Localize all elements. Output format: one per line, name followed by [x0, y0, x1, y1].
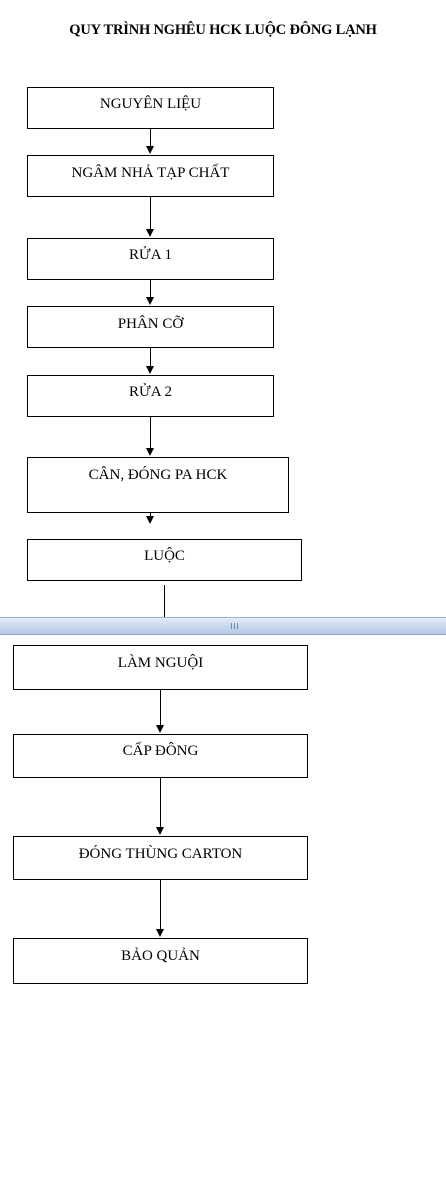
split-grip-icon[interactable] — [231, 623, 239, 629]
arrow-line — [150, 348, 151, 367]
step-box-luoc: LUỘC — [27, 539, 302, 581]
step-label: ĐÓNG THÙNG CARTON — [78, 846, 243, 862]
arrow-line — [160, 880, 161, 930]
step-label: NGÂM NHẢ TẠP CHẤT — [71, 165, 230, 181]
split-bar[interactable] — [0, 617, 446, 635]
step-box-can-dong-pa-hck: CÂN, ĐÓNG PA HCK — [27, 457, 289, 513]
step-box-ngam-nha-tap-chat: NGÂM NHẢ TẠP CHẤT — [27, 155, 274, 197]
step-box-phan-co: PHÂN CỠ — [27, 306, 274, 348]
page-title: QUY TRÌNH NGHÊU HCK LUỘC ĐÔNG LẠNH — [69, 22, 377, 38]
step-box-lam-nguoi: LÀM NGUỘI — [13, 645, 308, 690]
step-box-nguyen-lieu: NGUYÊN LIỆU — [27, 87, 274, 129]
step-box-rua-1: RỬA 1 — [27, 238, 274, 280]
step-box-bao-quan: BẢO QUẢN — [13, 938, 308, 984]
arrow-line — [160, 690, 161, 726]
arrow-line — [150, 417, 151, 449]
step-label: BẢO QUẢN — [121, 948, 200, 964]
step-box-cap-dong: CẤP ĐÔNG — [13, 734, 308, 778]
step-label: LÀM NGUỘI — [117, 655, 204, 671]
arrow-line — [150, 280, 151, 298]
arrow-line — [150, 129, 151, 147]
step-label: RỬA 2 — [129, 384, 172, 400]
step-label: CẤP ĐÔNG — [122, 743, 199, 759]
arrow-head — [146, 229, 154, 237]
arrow-head — [146, 448, 154, 456]
arrow-head — [146, 146, 154, 154]
arrow-head — [146, 297, 154, 305]
step-box-rua-2: RỬA 2 — [27, 375, 274, 417]
arrow-line — [160, 778, 161, 828]
arrow-head — [146, 516, 154, 524]
arrow-line — [150, 197, 151, 230]
arrow-head — [146, 366, 154, 374]
step-box-dong-thung-carton: ĐÓNG THÙNG CARTON — [13, 836, 308, 880]
step-label: LUỘC — [144, 548, 185, 564]
step-label: CÂN, ĐÓNG PA HCK — [88, 467, 228, 483]
step-label: PHÂN CỠ — [117, 316, 184, 332]
arrow-head — [156, 929, 164, 937]
arrow-head — [156, 725, 164, 733]
arrow-line — [150, 513, 151, 518]
step-label: NGUYÊN LIỆU — [99, 96, 202, 112]
connector-line — [164, 585, 165, 617]
step-label: RỬA 1 — [129, 247, 172, 263]
arrow-head — [156, 827, 164, 835]
